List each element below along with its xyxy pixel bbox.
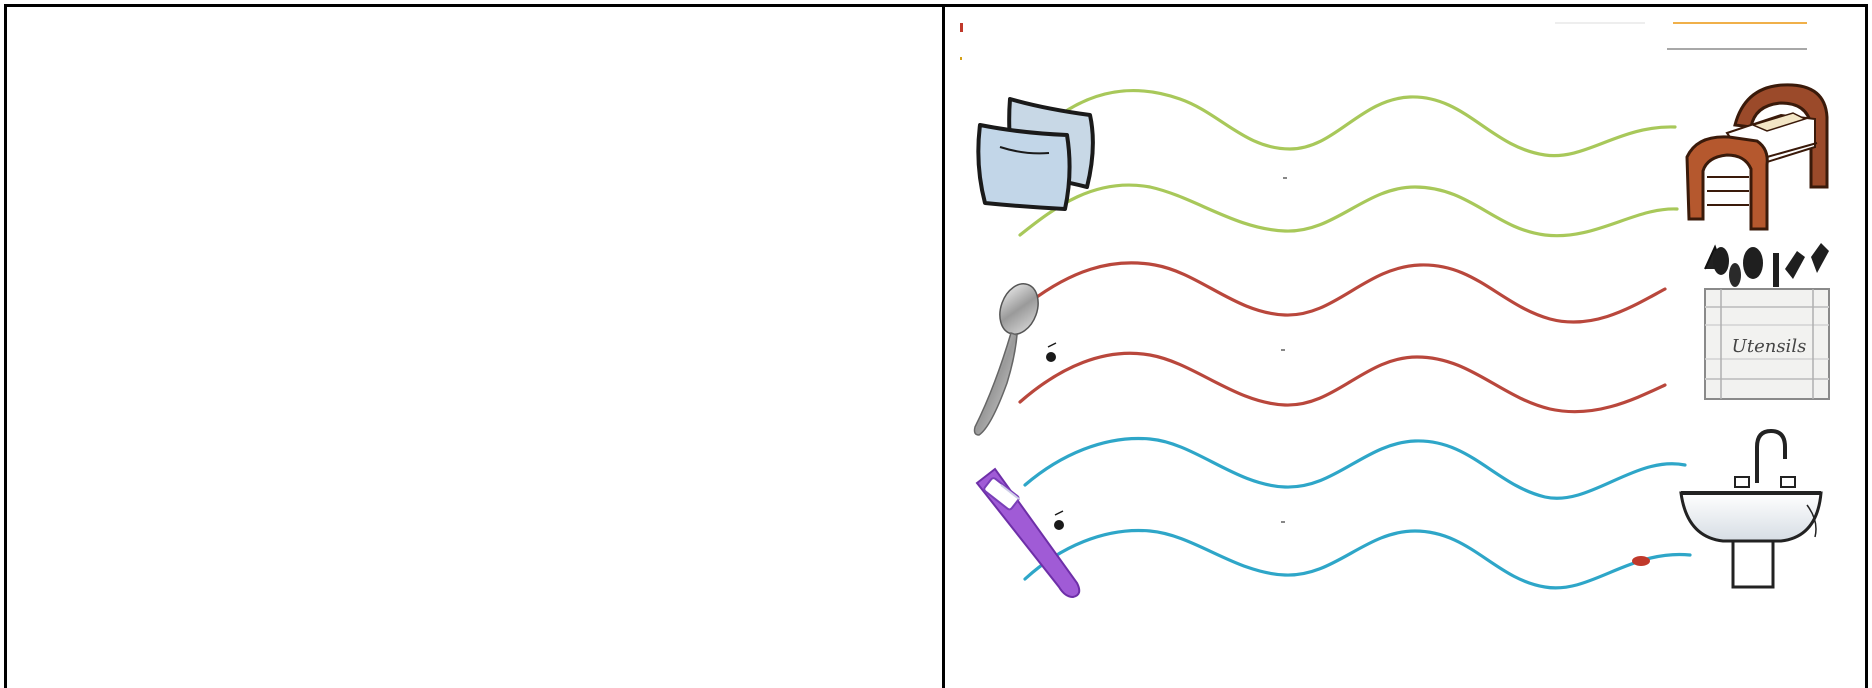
utensil-holder-label: Utensils <box>1732 336 1807 357</box>
green-trace-lines[interactable] <box>1018 88 1679 238</box>
stray-mark <box>960 57 962 60</box>
start-dot <box>1046 352 1056 362</box>
blank-left-panel <box>7 7 945 688</box>
tracing-illustration: Utensils <box>960 22 1830 599</box>
dot-mark <box>1281 521 1285 523</box>
sink-icon <box>1679 428 1823 589</box>
stray-mark <box>960 23 963 32</box>
red-trace-lines[interactable] <box>1018 261 1667 414</box>
toothbrush-icon <box>975 467 1081 599</box>
dot-mark <box>1281 349 1285 351</box>
worksheet-page: Utensils <box>4 4 1868 688</box>
spoon-icon <box>973 283 1039 436</box>
start-arrow <box>1054 510 1064 516</box>
red-blot <box>1632 556 1650 566</box>
start-dot <box>1054 520 1064 530</box>
utensil-holder-icon: Utensils <box>1704 243 1830 400</box>
pillows-icon <box>976 97 1095 211</box>
blue-trace-lines[interactable] <box>1023 436 1692 590</box>
start-arrow <box>1047 342 1057 348</box>
dot-mark <box>1283 177 1287 179</box>
tracing-panel: Utensils <box>945 7 1865 688</box>
bed-icon <box>1685 83 1829 231</box>
